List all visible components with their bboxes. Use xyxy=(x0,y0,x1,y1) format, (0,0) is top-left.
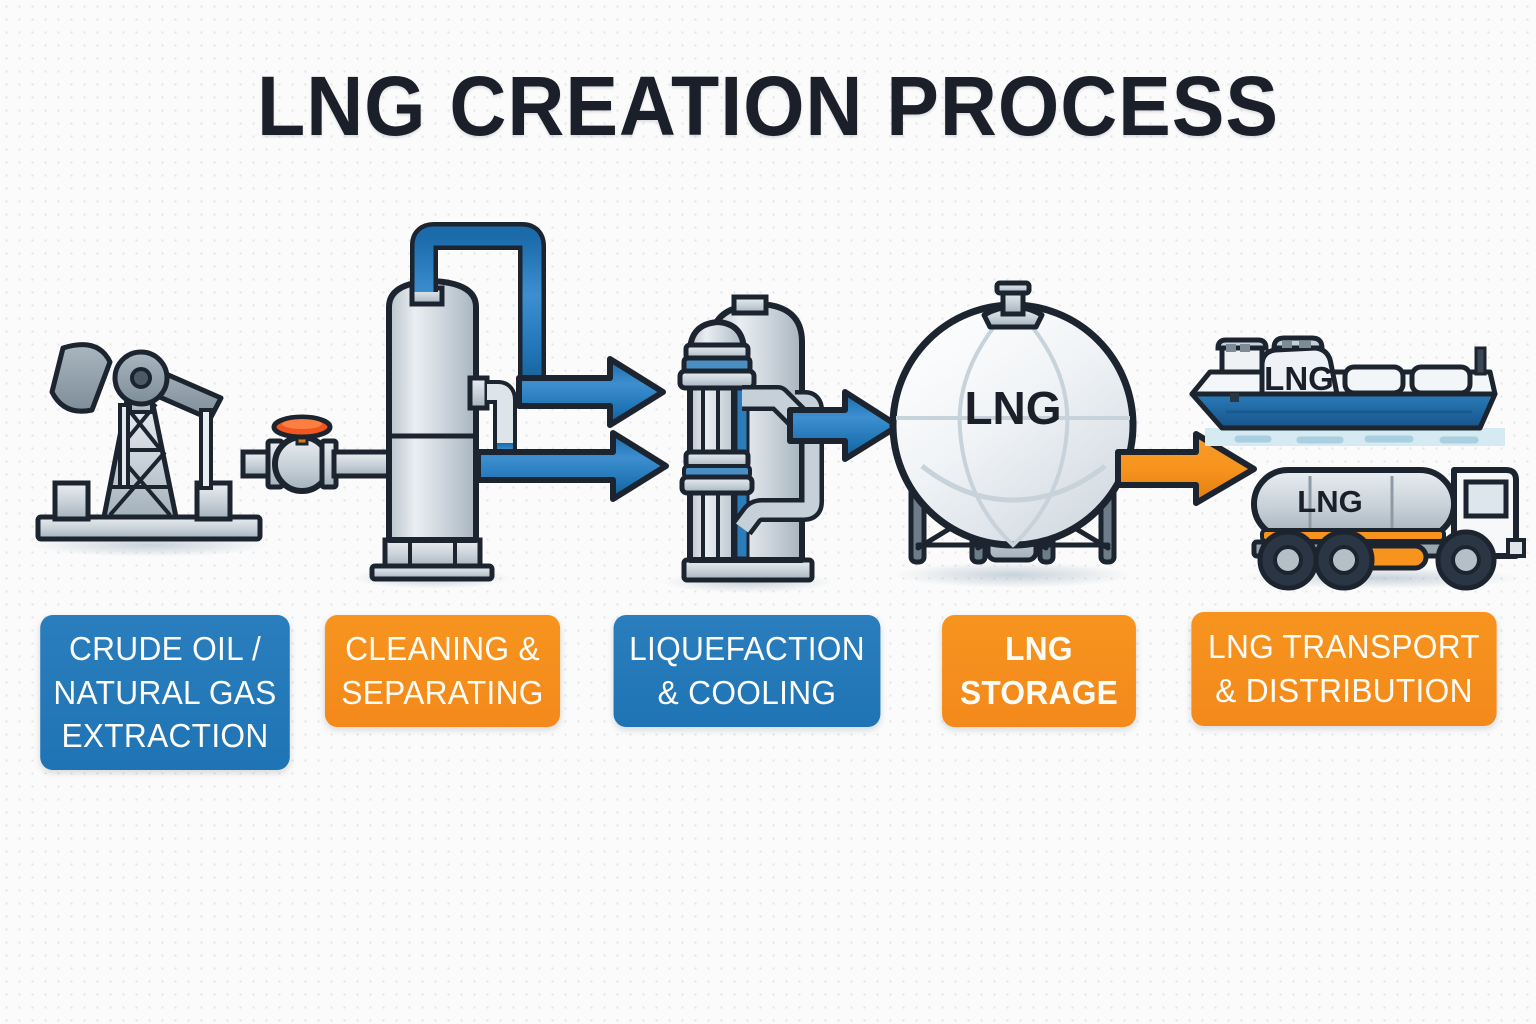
storage-to-transport-arrow xyxy=(1115,431,1257,506)
ship-tank-label: LNG xyxy=(1264,360,1334,397)
stage-label-text: LIQUEFACTION & COOLING xyxy=(629,630,865,711)
separator-lower-arrow xyxy=(475,430,669,502)
liquefaction-outlet-arrow xyxy=(787,389,901,462)
spherical-storage-tank-icon: LNG xyxy=(889,280,1257,588)
lng-carrier-ship-icon: LNG xyxy=(1189,335,1505,446)
stage-label-text: CRUDE OIL / NATURAL GAS EXTRACTION xyxy=(53,629,277,755)
storage-tank-label: LNG xyxy=(964,382,1061,434)
truck-tank-label: LNG xyxy=(1297,484,1362,519)
pipeline-valve-icon xyxy=(240,414,405,494)
oil-pumpjack-icon xyxy=(30,342,270,557)
stage-label-cleaning-separating[interactable]: CLEANING & SEPARATING xyxy=(324,615,561,727)
lng-tanker-truck-icon: LNG xyxy=(1240,467,1526,591)
separator-vessel-icon xyxy=(352,222,669,589)
page-title: LNG CREATION PROCESS xyxy=(257,59,1279,153)
stage-label-text: LNG STORAGE xyxy=(959,630,1119,711)
stage-label-liquefaction-cooling[interactable]: LIQUEFACTION & COOLING xyxy=(613,615,881,727)
liquefaction-column-icon xyxy=(662,294,901,593)
separator-upper-arrow xyxy=(516,356,666,428)
stage-label-crude-oil-natural-gas-extraction[interactable]: CRUDE OIL / NATURAL GAS EXTRACTION xyxy=(40,615,290,770)
stage-label-text: CLEANING & SEPARATING xyxy=(341,630,544,711)
stage-label-text: LNG TRANSPORT & DISTRIBUTION xyxy=(1208,628,1480,709)
stage-label-lng-storage[interactable]: LNG STORAGE xyxy=(942,615,1136,727)
stage-label-lng-transport-distribution[interactable]: LNG TRANSPORT & DISTRIBUTION xyxy=(1191,612,1497,726)
